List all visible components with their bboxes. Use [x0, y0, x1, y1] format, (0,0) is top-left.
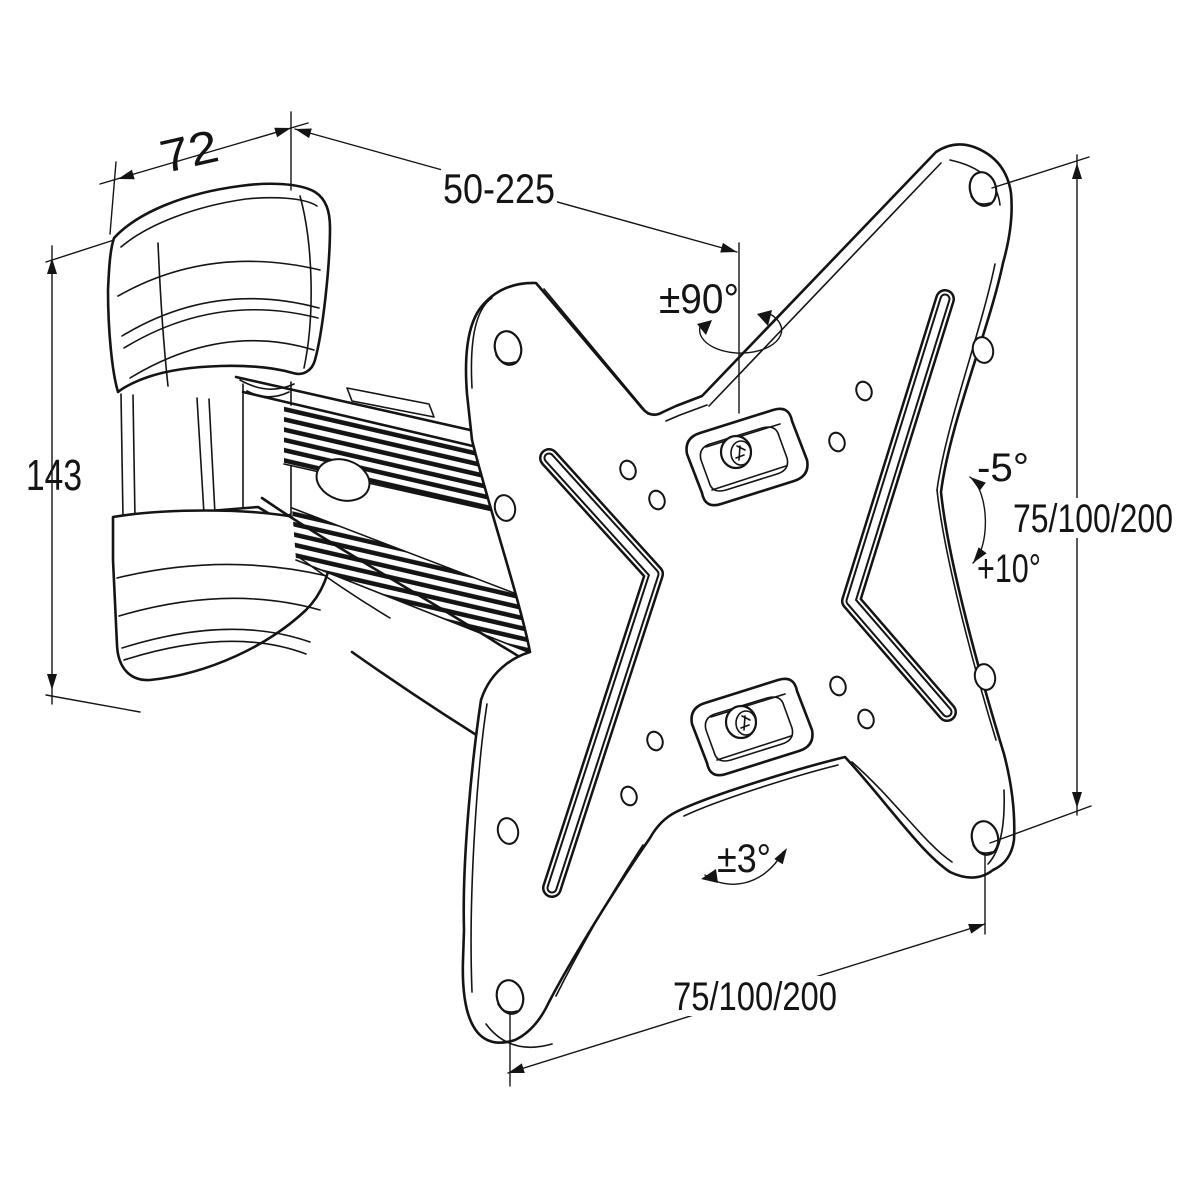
wall-bracket: [106, 182, 357, 682]
label-tilt-up: -5°: [977, 446, 1029, 490]
arm-rib-band-lower: [292, 508, 548, 660]
mount-boss-upper: [685, 407, 809, 507]
label-extension-range: 50-225: [443, 165, 555, 212]
label-bracket-depth: 72: [155, 119, 223, 183]
mount-boss-lower: [690, 677, 814, 777]
dimension-tilt: -5° +10°: [969, 446, 1041, 591]
wall-bracket-bottom-cap: [111, 509, 333, 682]
dimension-level-adjust: ±3°: [701, 837, 787, 885]
label-vesa-vertical: 75/100/200: [1013, 497, 1173, 541]
vesa-slot-left: [539, 448, 664, 898]
dimension-bracket-height: 143: [26, 239, 141, 713]
dimension-bracket-depth: 72: [99, 111, 309, 235]
vesa-mid-holes: [493, 336, 997, 845]
label-bracket-height: 143: [26, 451, 82, 500]
label-tilt-down: +10°: [977, 547, 1041, 591]
arm-rib-band-upper: [284, 404, 542, 522]
dimension-vesa-horizontal: 75/100/200: [507, 855, 986, 1087]
vesa-center-holes: [619, 380, 875, 807]
articulating-arm: [234, 375, 554, 770]
dimension-extension-range: 50-225: [294, 128, 740, 414]
dimension-swivel: ±90°: [659, 275, 783, 354]
wall-bracket-top-cap: [106, 182, 332, 394]
vesa-plate: [461, 143, 1016, 1048]
swivel-joint: [239, 379, 295, 390]
vesa-corner-holes: [493, 171, 1000, 1015]
label-vesa-horizontal: 75/100/200: [673, 975, 837, 1019]
label-swivel-angle: ±90°: [659, 275, 739, 322]
vesa-plate-outline: [461, 143, 1016, 1044]
arm-oval-cutout: [315, 458, 371, 502]
label-level-adjust: ±3°: [717, 837, 771, 881]
vesa-slot-right: [841, 289, 957, 722]
dimension-vesa-vertical: 75/100/200: [989, 154, 1178, 844]
